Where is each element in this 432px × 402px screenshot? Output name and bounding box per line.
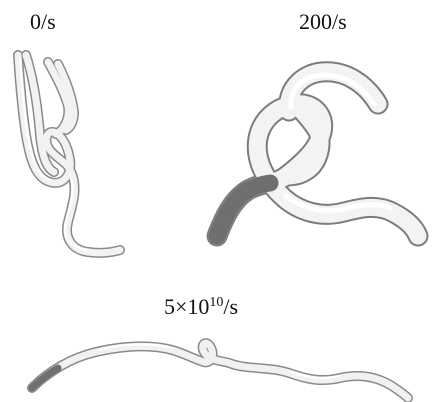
strand-panel-5e10 [32, 343, 408, 398]
strand-panel-200 [217, 72, 418, 236]
strand-0-body [18, 55, 120, 253]
strand-panel-0 [18, 55, 120, 253]
strand-200-shaded-end [217, 183, 270, 236]
strand-5e10-body [32, 343, 408, 398]
